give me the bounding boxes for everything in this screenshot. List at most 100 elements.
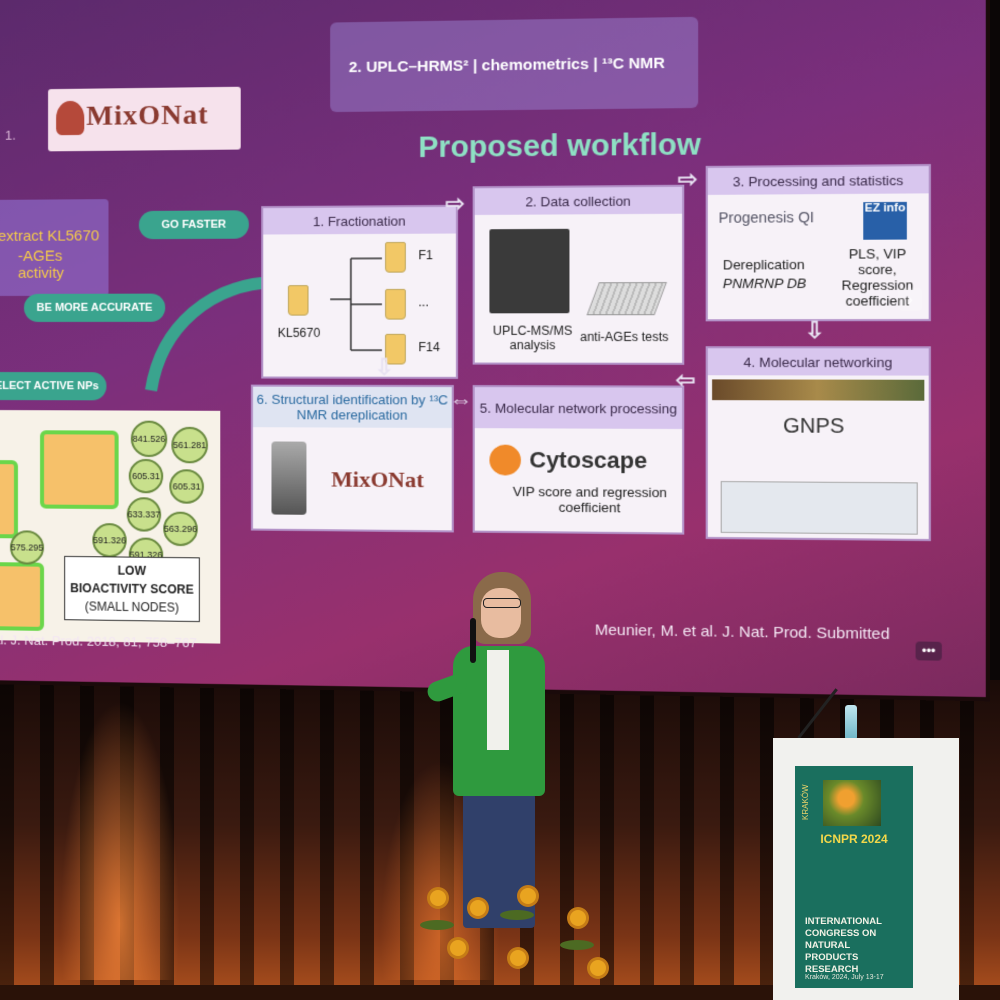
mixonat-logo: MixONat [48, 86, 241, 152]
flower [450, 940, 466, 956]
chevron-right-icon: › [898, 287, 923, 311]
leaf [500, 910, 534, 920]
panel-molecular-networking: 4. Molecular networking GNPS [705, 346, 931, 542]
podium-line: INTERNATIONAL [805, 916, 882, 927]
mixonat-small-logo: MixONat [331, 466, 424, 493]
sample-label: KL5670 [277, 325, 321, 340]
dereplication-label: Dereplication [722, 256, 805, 273]
glasses-icon [483, 598, 521, 608]
tag-go-faster: GO FASTER [138, 210, 249, 240]
panel-title: 4. Molecular networking [707, 348, 929, 376]
panel-fractionation: 1. Fractionation KL5670 F1 ... F14 [261, 204, 459, 379]
network-node: 561.281 [171, 426, 209, 464]
flower [520, 888, 536, 904]
assay-caption: anti-AGEs tests [580, 329, 669, 345]
network-node: 633.337 [126, 497, 162, 532]
vip-caption: VIP score and regression coefficient [512, 483, 668, 516]
slide-title: Proposed workflow [418, 128, 701, 165]
network-node: 605.31 [128, 458, 164, 494]
podium-line: RESEARCH [805, 964, 859, 975]
podium-flower-image [823, 780, 881, 826]
more-options-icon: ••• [915, 641, 942, 661]
ez-info-logo: EZ info [863, 201, 907, 240]
leaf [560, 940, 594, 950]
water-bottle [845, 705, 857, 739]
leaf [420, 920, 454, 930]
panel-data-collection: 2. Data collection UPLC-MS/MS analysis a… [472, 184, 685, 365]
speaker [424, 568, 565, 928]
gnps-banner [712, 379, 925, 401]
network-node: 605.31 [169, 469, 204, 504]
objective-line-2: -AGEs activity [17, 247, 64, 282]
objective-line-1: extract KL5670 [0, 227, 100, 245]
arrow-right-icon: ⇨ [445, 190, 465, 217]
podium-date: Kraków, 2024, July 13-17 [805, 974, 884, 981]
flower [590, 960, 606, 976]
arrow-both-icon: ⇔ [449, 387, 473, 413]
bioactivity-score-box: LOW BIOACTIVITY SCORE (SMALL NODES) [64, 555, 200, 623]
molecule-node [0, 460, 18, 539]
fraction-dots: ... [418, 295, 429, 310]
molecule-node [0, 562, 45, 631]
fraction-vial-icon [385, 288, 406, 320]
panel-title: 1. Fractionation [263, 206, 456, 235]
flower-arrangement [410, 880, 630, 1000]
speaker-shirt [487, 650, 509, 750]
fraction-f14: F14 [418, 340, 440, 355]
arrow-down-icon: ⇩ [374, 354, 394, 380]
projection-screen: 1. MixONat 2. UPLC–HRMS² | chemometrics … [0, 0, 986, 698]
flower [470, 900, 486, 916]
podium-line: NATURAL [805, 940, 851, 951]
uplc-caption: UPLC-MS/MS analysis [492, 323, 573, 353]
handheld-microphone-icon [470, 618, 476, 663]
cytoscape-icon [489, 444, 521, 476]
network-node: 563.296 [163, 511, 198, 547]
podium-banner: KRAKÓW ICNPR 2024 INTERNATIONAL CONGRESS… [795, 766, 913, 988]
well-plate-icon [586, 282, 667, 316]
network-node: 575.295 [9, 530, 45, 565]
branch-arrows-icon [325, 248, 387, 360]
citation-left: t al. J. Nat. Prod. 2018, 81, 758–767 [0, 632, 197, 651]
slide-number: 1. [4, 127, 16, 143]
gnps-network-thumbnail [720, 481, 918, 535]
progenesis-logo: Progenesis QI [718, 208, 815, 226]
db-label: PNMRNP DB [722, 275, 807, 292]
panel-structural-identification: 6. Structural identification by ¹³C NMR … [250, 384, 454, 533]
podium-line: CONGRESS ON [805, 928, 877, 939]
panel-title: 2. Data collection [474, 186, 683, 215]
sample-vial-icon [287, 285, 309, 316]
nmr-instrument-icon [271, 441, 307, 515]
bioactivity-line-1: LOW [117, 563, 146, 578]
network-node: 591.326 [92, 523, 127, 558]
podium-line: PRODUCTS [805, 952, 859, 963]
network-node: 841.526 [130, 420, 168, 458]
citation-right: Meunier, M. et al. J. Nat. Prod. Submitt… [594, 621, 890, 644]
uplc-instrument-icon [489, 228, 570, 314]
slide-header: 2. UPLC–HRMS² | chemometrics | ¹³C NMR [330, 16, 699, 113]
flower [570, 910, 586, 926]
podium: KRAKÓW ICNPR 2024 INTERNATIONAL CONGRESS… [773, 738, 959, 1000]
bioactivity-line-3: (SMALL NODES) [84, 599, 179, 615]
bioactivity-line-2: BIOACTIVITY SCORE [70, 581, 194, 597]
stage-floor [0, 985, 1000, 1000]
fraction-f1: F1 [418, 247, 433, 263]
fraction-vial-icon [385, 241, 406, 273]
cytoscape-logo: Cytoscape [529, 446, 648, 474]
flower [430, 890, 446, 906]
panel-title: 6. Structural identification by ¹³C NMR … [253, 386, 452, 429]
arrow-left-icon: ⇦ [675, 366, 696, 393]
panel-title: 3. Processing and statistics [707, 166, 929, 195]
gnps-logo: GNPS [783, 414, 845, 439]
panel-processing: 3. Processing and statistics Progenesis … [705, 164, 931, 322]
speaker-face [481, 588, 521, 638]
panel-network-processing: 5. Molecular network processing Cytoscap… [472, 385, 685, 535]
flower [510, 950, 526, 966]
molecule-node [40, 430, 119, 510]
tag-select-active-nps: SELECT ACTIVE NPs [0, 372, 107, 401]
panel-title: 5. Molecular network processing [474, 387, 683, 430]
podium-title: ICNPR 2024 [820, 832, 888, 846]
arrow-right-icon: ⇨ [677, 165, 698, 193]
logo-figure-icon [56, 100, 85, 136]
logo-text: MixONat [86, 99, 209, 132]
arrow-down-icon: ⇩ [804, 317, 825, 344]
